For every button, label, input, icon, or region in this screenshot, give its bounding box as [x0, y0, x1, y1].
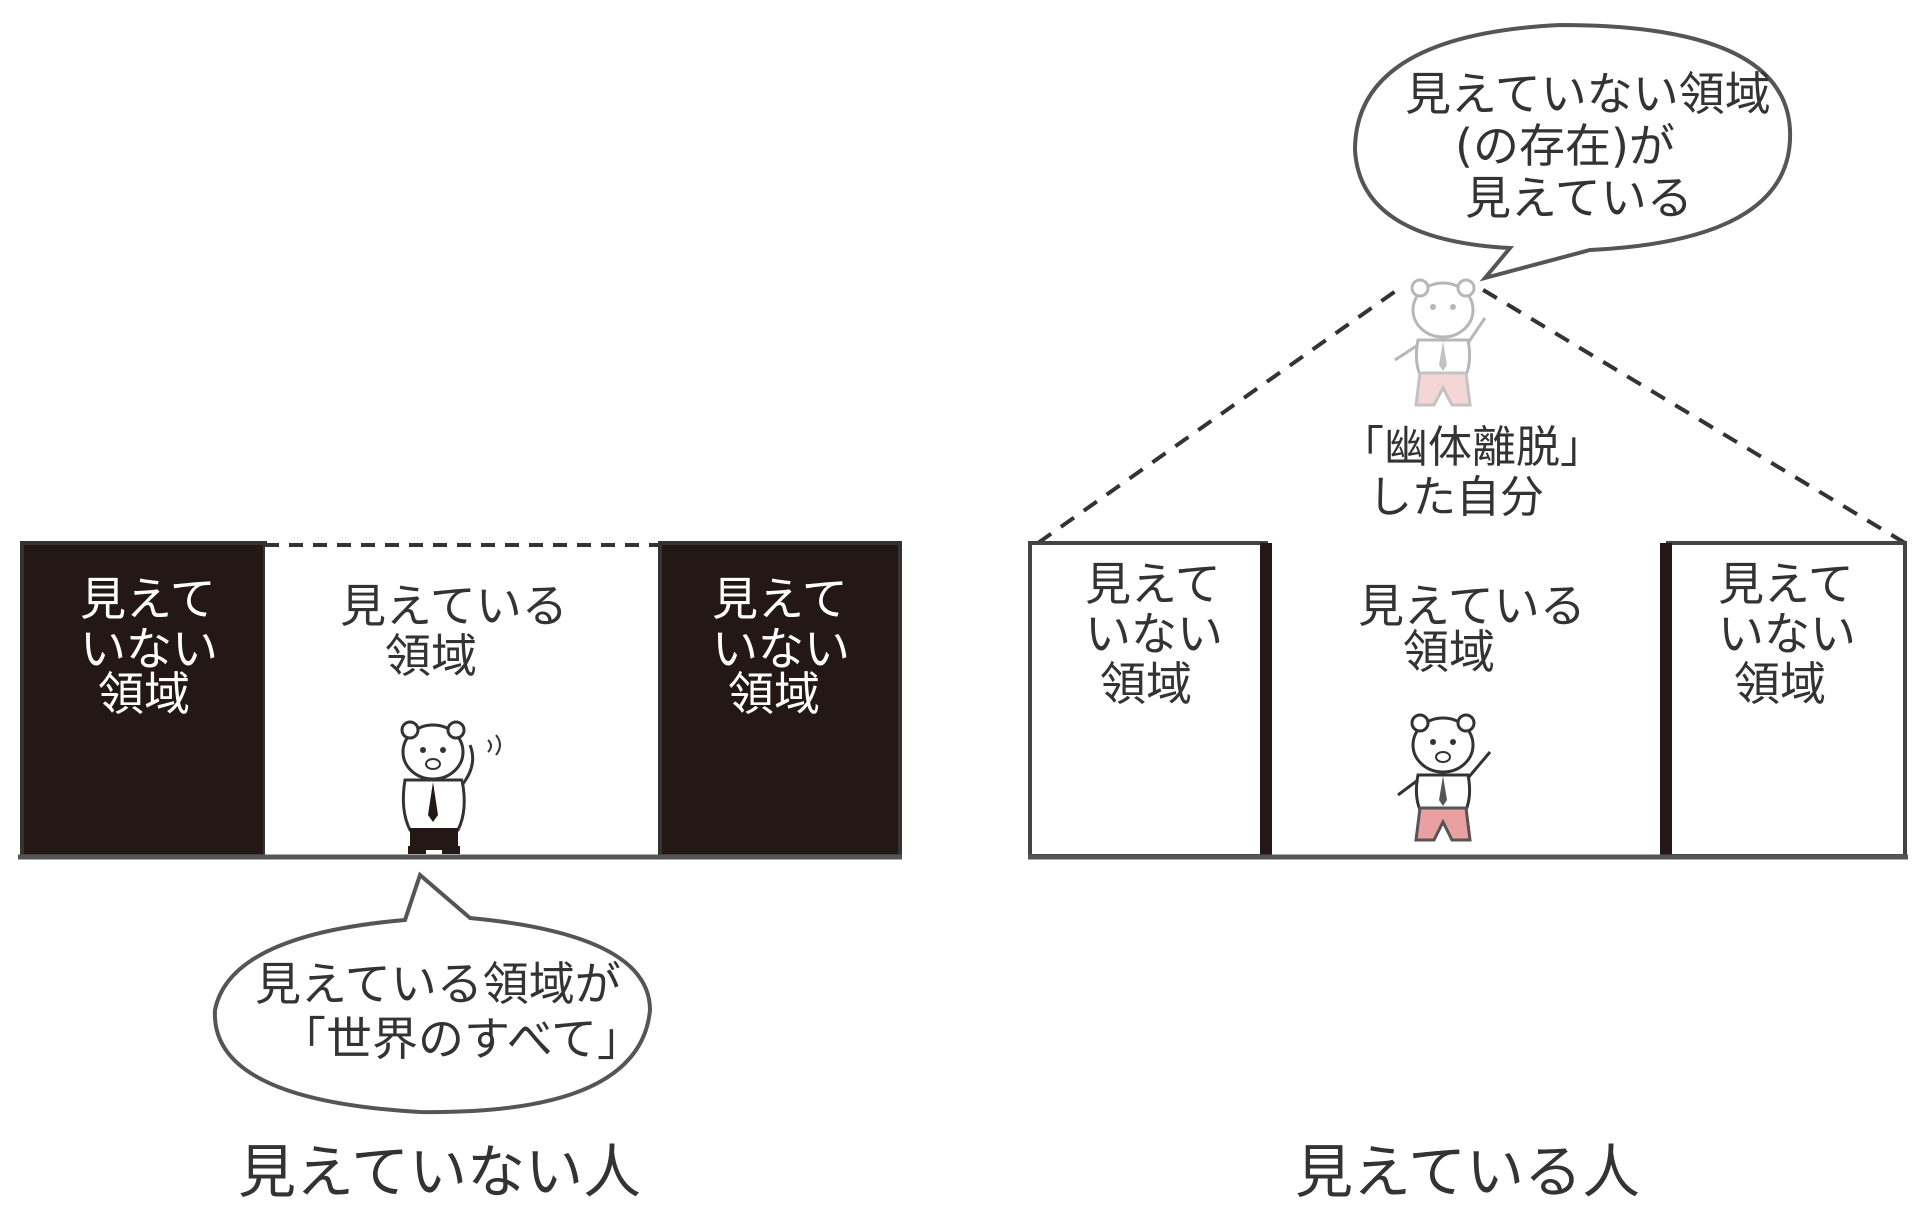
left-dark-region-right — [658, 541, 902, 858]
right-bear-illustration — [1397, 713, 1492, 842]
right-speech-bubble: 見えていない領域 (の存在)が 見えている — [1352, 22, 1793, 282]
floating-label-line-1: 「幽体離脱」 — [1340, 422, 1604, 473]
right-visible-label-2: 領域 — [1403, 625, 1495, 679]
right-dashed-left — [1036, 286, 1402, 545]
floating-label-line-2: した自分 — [1368, 472, 1544, 523]
right-bubble-line-1: 見えていない領域 — [1405, 67, 1771, 121]
left-dark-right-label-3: 領域 — [728, 667, 820, 721]
left-dark-region-left — [20, 541, 267, 858]
left-visible-label-2: 領域 — [385, 629, 477, 683]
right-divider-right — [1660, 543, 1672, 856]
right-region-right — [1666, 541, 1907, 858]
left-dark-right-label-2: いない — [712, 622, 850, 676]
left-dark-left-label-3: 領域 — [98, 667, 190, 721]
right-caption: 見えている人 — [1295, 1138, 1640, 1206]
left-dark-right-label-1: 見えて — [712, 572, 848, 626]
right-bubble-line-2: (の存在)が — [1455, 119, 1675, 173]
right-region-right-label-1: 見えて — [1718, 557, 1854, 611]
right-visible-label-1: 見えている — [1358, 579, 1586, 633]
right-bubble-line-3: 見えている — [1465, 171, 1693, 225]
right-region-left-label-2: いない — [1085, 607, 1223, 661]
left-dark-left-label-2: いない — [80, 622, 218, 676]
right-region-left-label-1: 見えて — [1085, 557, 1221, 611]
right-panel: 見えて いない 領域 見えている 領域 見えて いない 領域 — [1028, 22, 1908, 1206]
right-region-right-label-3: 領域 — [1734, 657, 1826, 711]
right-region-right-label-2: いない — [1718, 607, 1856, 661]
left-dark-left-label-1: 見えて — [80, 572, 216, 626]
left-speech-bubble: 見えている領域が 「世界のすべて」 — [212, 871, 653, 1115]
left-panel: 見えて いない 領域 見えている 領域 見えて いない 領域 — [18, 541, 902, 1206]
right-divider-left — [1260, 543, 1272, 856]
left-visible-label-1: 見えている — [340, 579, 568, 633]
right-region-left-label-3: 領域 — [1100, 657, 1192, 711]
left-caption: 見えていない人 — [238, 1138, 641, 1206]
left-bubble-line-1: 見えている領域が — [255, 957, 621, 1011]
left-bubble-line-2: 「世界のすべて」 — [280, 1012, 643, 1066]
left-bear-illustration — [400, 720, 501, 854]
floating-bear-illustration — [1394, 278, 1487, 407]
